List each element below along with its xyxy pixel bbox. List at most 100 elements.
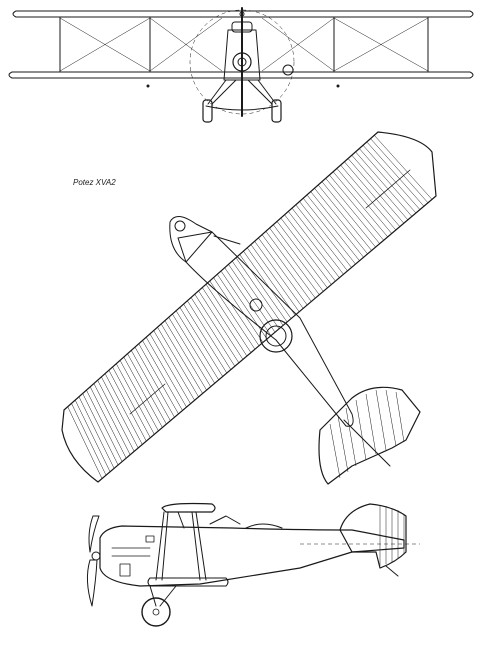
wing-rib <box>187 300 232 370</box>
wing-rib <box>340 164 396 231</box>
wing-rib <box>198 290 244 360</box>
wing-rib <box>93 383 131 455</box>
wing-rib <box>97 380 135 452</box>
wing-rib <box>112 366 151 438</box>
wing-rib <box>336 168 392 234</box>
wing-rib <box>258 237 308 306</box>
wing-rib <box>183 303 228 374</box>
plan-rudder <box>343 419 391 467</box>
wing-rib <box>329 174 384 241</box>
wing-rib <box>351 155 408 220</box>
side-view <box>86 502 420 627</box>
wing-rib <box>250 244 300 312</box>
wing-rib <box>86 389 123 462</box>
plan-aileron-left <box>129 383 166 415</box>
wing-rib <box>220 270 268 340</box>
plan-engine <box>169 216 213 263</box>
wing-rib <box>273 224 324 292</box>
wing-rib <box>119 360 159 432</box>
drawing-caption: Potez XVA2 <box>73 178 116 187</box>
wing-rib <box>134 346 175 418</box>
wing-rib <box>149 333 191 404</box>
plan-view <box>61 131 437 485</box>
front-fuselage <box>223 29 261 81</box>
wing-rib <box>190 297 236 367</box>
wing-rib <box>108 370 147 442</box>
side-wheel <box>141 597 171 627</box>
wing-rib <box>374 135 433 200</box>
side-lower-wing <box>147 577 229 587</box>
wing-rib <box>310 191 364 258</box>
front-bracing-wires <box>59 17 429 72</box>
wing-rib <box>104 373 143 445</box>
wing-rib <box>269 227 320 295</box>
front-wheel-left <box>202 99 213 123</box>
wing-rib <box>291 207 344 275</box>
wing-rib <box>276 221 328 289</box>
wing-rib <box>168 317 211 387</box>
wing-rib <box>299 201 352 268</box>
wing-rib <box>231 260 280 329</box>
wing-rib <box>172 313 215 384</box>
plan-rear-cockpit <box>259 319 293 353</box>
wing-rib <box>306 194 360 261</box>
plan-aileron-right <box>365 169 411 209</box>
side-propeller-lower <box>86 559 98 607</box>
side-rudder-ribs <box>379 506 405 566</box>
wing-rib <box>89 386 127 459</box>
wing-rib <box>254 241 304 309</box>
plan-spinner <box>174 220 186 232</box>
wing-rib <box>228 264 276 333</box>
front-upper-wing <box>12 10 474 18</box>
wing-rib <box>101 376 139 449</box>
wing-rib <box>202 287 248 357</box>
wing-rib <box>82 393 119 466</box>
front-lower-wing <box>8 71 474 79</box>
wing-rib <box>355 151 413 217</box>
wing-rib <box>116 363 155 435</box>
wing-rib <box>217 274 264 343</box>
wing-rib <box>246 247 296 316</box>
plan-front-cockpit <box>249 298 263 312</box>
front-propeller-disc <box>189 9 295 115</box>
wing-rib <box>205 284 252 353</box>
wing-rib <box>366 141 425 207</box>
wing-rib <box>288 211 340 278</box>
side-fin-rudder <box>339 503 407 569</box>
wing-rib <box>224 267 272 336</box>
side-windscreen <box>209 515 241 525</box>
wing-rib <box>239 254 288 323</box>
front-view <box>8 7 474 123</box>
side-upper-wing <box>161 502 216 513</box>
side-fuselage <box>99 525 405 587</box>
wing-rib <box>303 198 356 265</box>
wing-rib <box>131 350 171 421</box>
wing-rib <box>164 320 207 391</box>
wing-rib <box>295 204 348 272</box>
wing-rib <box>153 330 195 401</box>
wing-rib <box>347 158 404 224</box>
wing-rib <box>265 231 316 299</box>
wing-rib <box>213 277 260 346</box>
front-radiator <box>282 64 294 76</box>
side-engine-details <box>111 535 155 577</box>
plan-tail-ribs <box>329 389 405 479</box>
wing-rib <box>243 250 292 319</box>
wing-rib <box>67 406 103 479</box>
wing-rib <box>74 399 111 472</box>
wing-rib <box>179 307 223 377</box>
side-rear-cockpit <box>245 523 283 529</box>
wing-rib <box>359 148 417 214</box>
wing-rib <box>370 138 429 203</box>
wing-rib <box>280 217 332 285</box>
wing-rib <box>138 343 179 415</box>
wing-rib <box>71 403 107 476</box>
plan-upper-wing <box>61 131 437 483</box>
wing-rib <box>175 310 219 381</box>
plan-tailplane <box>318 386 421 485</box>
front-wheel-right <box>271 99 282 123</box>
wing-rib <box>235 257 284 326</box>
side-propeller-upper <box>88 515 100 553</box>
plan-wing-ribs <box>67 135 433 479</box>
